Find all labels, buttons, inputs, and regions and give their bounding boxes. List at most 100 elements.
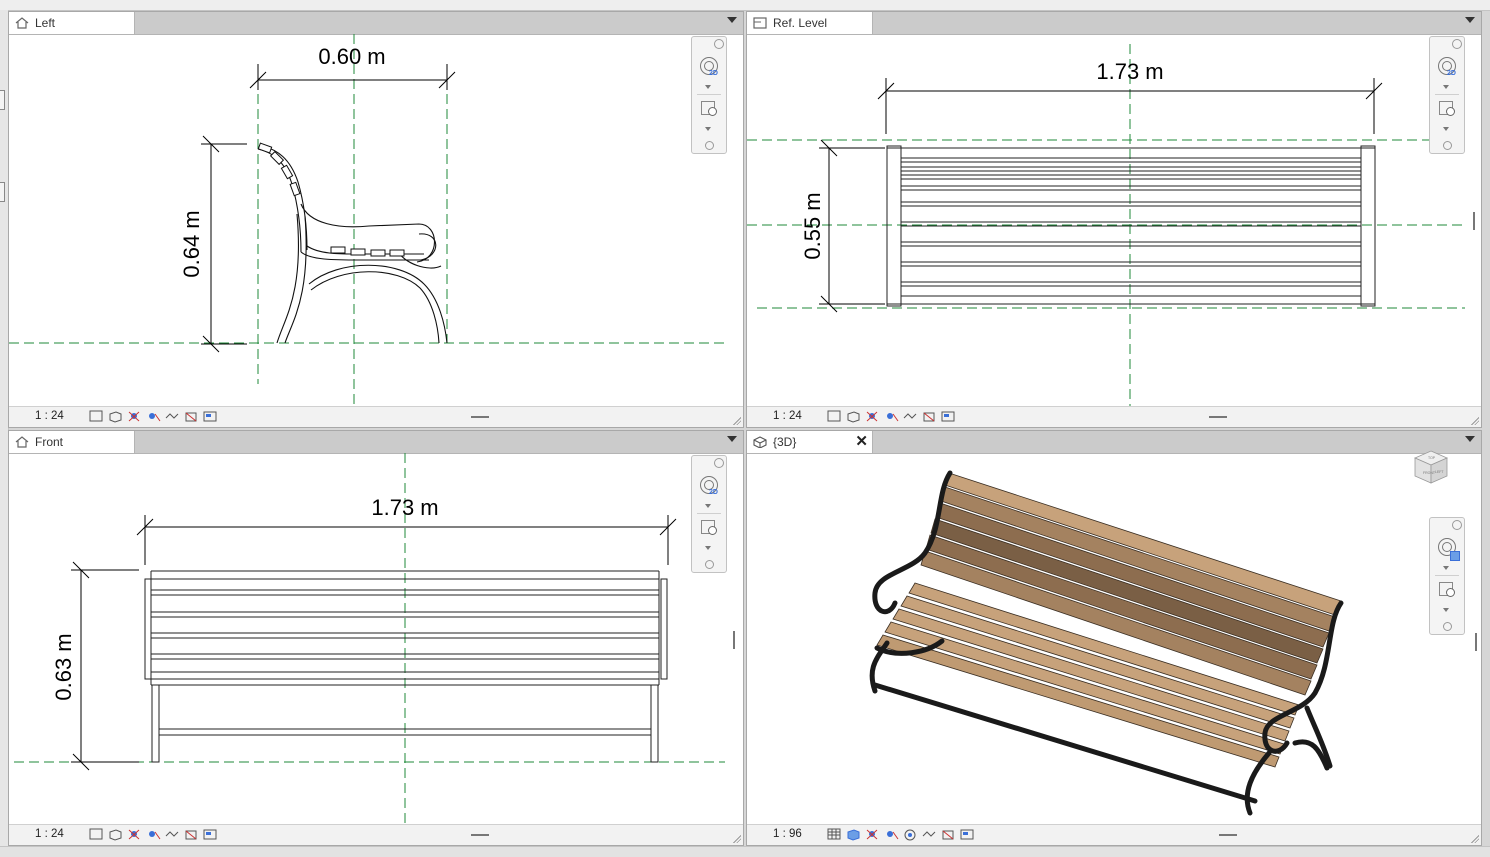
navigation-bar[interactable]	[1429, 517, 1465, 635]
view-left-elevation[interactable]: Left 0.60 m 0.64 m	[8, 11, 744, 428]
chevron-down-icon[interactable]	[1443, 85, 1449, 89]
chevron-down-icon[interactable]	[705, 85, 711, 89]
chevron-down-icon[interactable]	[1465, 17, 1475, 23]
navbar-divider	[1435, 94, 1459, 95]
close-icon[interactable]	[714, 458, 724, 468]
shadows-icon[interactable]	[146, 828, 161, 841]
visual-style-icon[interactable]	[846, 410, 861, 423]
dimension-label-depth: 0.55 m	[800, 192, 825, 259]
show-crop-icon[interactable]	[184, 828, 199, 841]
show-crop-icon[interactable]	[184, 410, 199, 423]
render-icon[interactable]	[903, 828, 918, 841]
crop-view-icon[interactable]	[903, 410, 918, 423]
viewcube-left-face[interactable]	[1430, 457, 1448, 484]
temporary-hide-icon[interactable]	[960, 828, 975, 841]
reference-planes	[9, 34, 729, 409]
view-tab-bar: {3D} ✕	[747, 431, 1481, 454]
tab-front-view[interactable]: Front	[9, 431, 135, 453]
steering-wheel-icon[interactable]	[700, 57, 718, 75]
close-icon[interactable]	[1452, 520, 1462, 530]
dock-marker[interactable]	[0, 182, 5, 202]
horizontal-scroll-grip[interactable]	[1219, 834, 1237, 836]
resize-grip[interactable]	[733, 417, 741, 425]
detail-level-icon[interactable]	[89, 410, 104, 423]
show-crop-icon[interactable]	[941, 828, 956, 841]
sun-path-icon[interactable]	[127, 828, 142, 841]
close-icon[interactable]	[714, 39, 724, 49]
vertical-scroll-grip[interactable]	[733, 631, 735, 649]
sun-path-icon[interactable]	[865, 410, 880, 423]
shadows-icon[interactable]	[884, 828, 899, 841]
crop-view-icon[interactable]	[165, 828, 180, 841]
viewcube-widget[interactable]: FRONT LEFT TOP	[1411, 447, 1451, 487]
chevron-down-icon[interactable]	[1443, 608, 1449, 612]
navbar-options-icon[interactable]	[705, 560, 714, 569]
chevron-down-icon[interactable]	[1443, 566, 1449, 570]
detail-level-icon[interactable]	[827, 410, 842, 423]
navbar-options-icon[interactable]	[1443, 141, 1452, 150]
steering-wheel-hub	[704, 480, 714, 490]
dock-marker[interactable]	[0, 90, 5, 110]
view-floor-plan[interactable]: Ref. Level 1.73 m 0.55 m	[746, 11, 1482, 428]
cube-3d-icon	[753, 436, 767, 448]
reference-planes	[14, 453, 725, 827]
sun-path-icon[interactable]	[865, 828, 880, 841]
steering-wheel-icon[interactable]	[1438, 538, 1456, 556]
crop-view-icon[interactable]	[165, 410, 180, 423]
shadows-icon[interactable]	[884, 410, 899, 423]
navbar-options-icon[interactable]	[705, 141, 714, 150]
detail-level-icon[interactable]	[827, 828, 842, 841]
resize-grip[interactable]	[1471, 417, 1479, 425]
chevron-down-icon[interactable]	[705, 127, 711, 131]
shadows-icon[interactable]	[146, 410, 161, 423]
steering-wheel-icon[interactable]	[700, 476, 718, 494]
vertical-scroll-grip[interactable]	[1475, 633, 1477, 651]
chevron-down-icon[interactable]	[1443, 127, 1449, 131]
resize-grip[interactable]	[733, 835, 741, 843]
vertical-scroll-grip[interactable]	[1473, 212, 1475, 230]
navigation-bar[interactable]: 2D	[691, 455, 727, 573]
sun-path-icon[interactable]	[127, 410, 142, 423]
temporary-hide-icon[interactable]	[203, 828, 218, 841]
status-bar-strip	[0, 846, 1490, 857]
tab-3d-view[interactable]: {3D} ✕	[747, 431, 873, 453]
view-scale[interactable]: 1 : 24	[35, 828, 64, 840]
view-scale[interactable]: 1 : 24	[773, 410, 802, 422]
horizontal-scroll-grip[interactable]	[471, 416, 489, 418]
view-control-icons	[89, 828, 218, 841]
view-front-elevation[interactable]: Front 1.73 m 0.63 m	[8, 430, 744, 846]
visual-style-icon[interactable]	[846, 828, 861, 841]
horizontal-scroll-grip[interactable]	[471, 834, 489, 836]
visual-style-icon[interactable]	[108, 410, 123, 423]
close-icon[interactable]: ✕	[855, 433, 868, 450]
backrest-slats	[920, 472, 1342, 696]
temporary-hide-icon[interactable]	[203, 410, 218, 423]
horizontal-scroll-grip[interactable]	[1209, 416, 1227, 418]
detail-level-icon[interactable]	[89, 828, 104, 841]
chevron-down-icon[interactable]	[1465, 436, 1475, 442]
navigation-bar[interactable]: 2D	[691, 36, 727, 154]
chevron-down-icon[interactable]	[727, 17, 737, 23]
tab-ref-level-view[interactable]: Ref. Level	[747, 12, 873, 34]
navbar-options-icon[interactable]	[1443, 622, 1452, 631]
dimension-lines	[71, 515, 677, 771]
view-scale[interactable]: 1 : 24	[35, 410, 64, 422]
view-3d[interactable]: {3D} ✕	[746, 430, 1482, 846]
view-tab-bar: Front	[9, 431, 743, 454]
navigation-bar[interactable]: 2D	[1429, 36, 1465, 154]
show-crop-icon[interactable]	[922, 410, 937, 423]
chevron-down-icon[interactable]	[727, 436, 737, 442]
tab-left-view[interactable]: Left	[9, 12, 135, 34]
crop-view-icon[interactable]	[922, 828, 937, 841]
iron-frame	[869, 470, 1344, 816]
bench-front-outline	[144, 570, 668, 763]
visual-style-icon[interactable]	[108, 828, 123, 841]
temporary-hide-icon[interactable]	[941, 410, 956, 423]
chevron-down-icon[interactable]	[705, 504, 711, 508]
close-icon[interactable]	[1452, 39, 1462, 49]
steering-wheel-hub	[1442, 61, 1452, 71]
chevron-down-icon[interactable]	[705, 546, 711, 550]
steering-wheel-icon[interactable]	[1438, 57, 1456, 75]
view-scale[interactable]: 1 : 96	[773, 828, 802, 840]
resize-grip[interactable]	[1471, 835, 1479, 843]
